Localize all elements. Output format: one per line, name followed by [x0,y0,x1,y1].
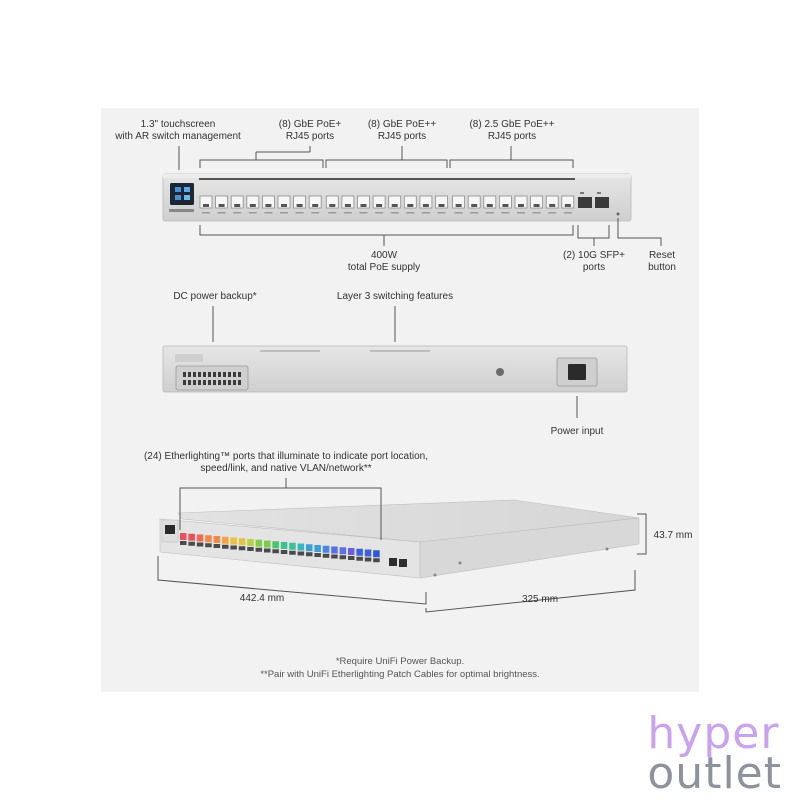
etherlighting-port [230,537,237,545]
isometric-device [159,499,640,579]
etherlighting-port [196,534,204,542]
etherlighting-port [356,548,363,556]
etherlighting-port [247,539,254,546]
reset-button [616,212,620,216]
gbe-poe-plus-label: (8) GbE PoE+RJ45 ports [278,119,342,142]
sfp-label: (2) 10G SFP+ports [563,250,625,273]
etherlighting-port [180,533,187,540]
footnote-2: **Pair with UniFi Etherlighting Patch Ca… [260,669,540,680]
etherlighting-port [289,542,296,550]
etherlighting-port [339,547,347,555]
etherlighting-port [348,548,355,555]
etherlighting-port [297,543,305,551]
etherlighting-port [373,550,380,558]
rear-leaders [212,306,578,418]
gbe-poe-plusplus-label: (8) GbE PoE++RJ45 ports [367,119,437,142]
iso-brackets [157,478,647,613]
ubiquiti-logo-icon [496,368,504,376]
power-input-label: Power input [550,426,604,437]
front-view-device [162,173,632,222]
etherlighting-port [205,535,212,543]
etherlighting-port [188,533,195,541]
etherlighting-port [238,538,246,546]
etherlighting-port [272,541,279,549]
brand-word-2: outlet [647,748,782,799]
etherlighting-port [255,539,263,547]
etherlighting-label: (24) Etherlighting™ ports that illuminat… [143,451,429,474]
etherlighting-port [222,536,229,544]
width-dimension: 442.4 mm [239,593,285,604]
sfp-port-2 [595,197,609,208]
etherlighting-port [264,540,271,548]
etherlighting-port [280,542,288,549]
rear-view-device [162,345,628,393]
brand-logo: hyper outlet [647,708,782,799]
etherlighting-port [331,546,338,554]
dc-power-connector [175,365,249,391]
brand-word-1: hyper [647,708,780,759]
gbe25-poe-plusplus-label: (8) 2.5 GbE PoE++RJ45 ports [469,119,555,142]
height-dimension: 43.7 mm [653,530,693,541]
touchscreen-display [170,183,194,205]
etherlighting-port [213,536,221,543]
front-brackets [178,146,662,246]
etherlighting-port [314,545,321,552]
footnote-1: *Require UniFi Power Backup. [335,656,465,667]
etherlighting-port [322,545,330,553]
layer3-label: Layer 3 switching features [336,291,454,302]
depth-dimension: 325 mm [521,594,559,605]
etherlighting-port [306,544,313,552]
etherlighting-port [364,549,372,557]
sfp-port-1 [578,197,592,208]
dc-backup-label: DC power backup* [173,291,257,302]
